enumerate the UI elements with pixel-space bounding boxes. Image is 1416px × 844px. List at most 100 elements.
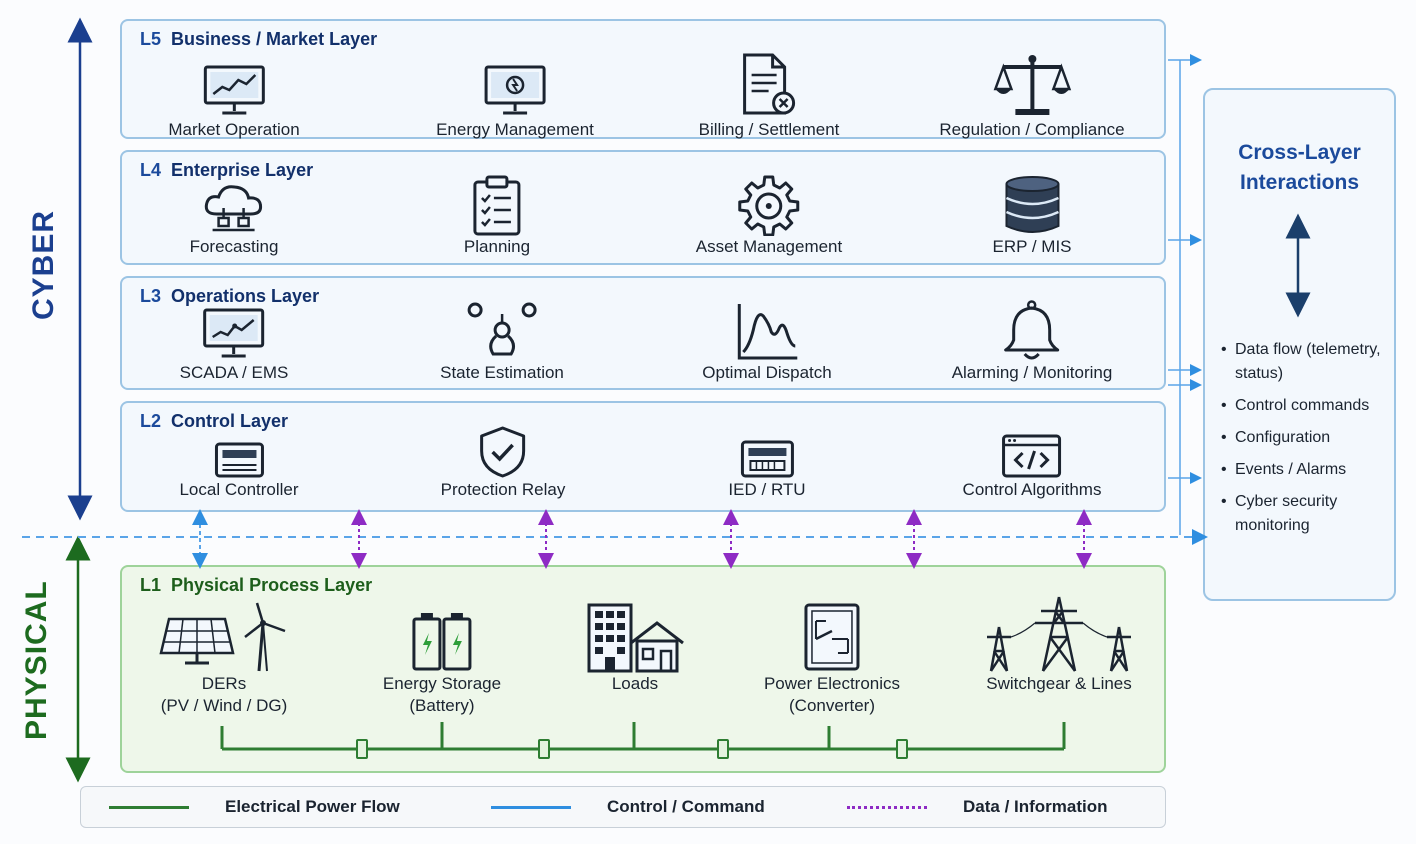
layer-title: Enterprise Layer	[171, 160, 314, 180]
item-ied-rtu: IED / RTU	[728, 421, 806, 501]
item-label: Billing / Settlement	[698, 120, 840, 139]
item-billing-settlement: Billing / Settlement	[698, 53, 840, 141]
cross-layer-panel: Cross-Layer Interactions Data flow (tele…	[1203, 88, 1396, 601]
item-power-electronics: Power Electronics (Converter)	[764, 599, 900, 717]
item-label: Market Operation	[168, 120, 300, 139]
item-label-line1: Loads	[611, 674, 659, 693]
layer-level: L5	[140, 29, 162, 49]
layer-l5: L5 Business / Market Layer Market Operati…	[120, 19, 1166, 139]
item-erp-mis: ERP / MIS	[992, 174, 1072, 258]
rtu-device-icon	[740, 440, 794, 478]
layer-title: Operations Layer	[171, 286, 320, 306]
item-label-line1: DERs	[201, 674, 247, 693]
panel-item-cyber-security: Cyber security monitoring	[1221, 490, 1397, 538]
item-label-line1: Switchgear & Lines	[986, 674, 1132, 693]
item-local-controller: Local Controller	[179, 421, 299, 501]
item-label: Regulation / Compliance	[939, 120, 1125, 139]
item-energy-management: Energy Management	[436, 57, 594, 141]
item-market-operation: Market Operation	[168, 57, 300, 141]
item-scada-ems: SCADA / EMS	[179, 300, 289, 384]
item-label-line2: (Converter)	[789, 696, 875, 715]
panel-item-control-commands: Control commands	[1221, 394, 1397, 418]
item-label: Protection Relay	[440, 480, 566, 499]
clipboard-icon	[473, 175, 521, 236]
scales-icon	[993, 55, 1071, 115]
legend-swatch-data	[847, 805, 927, 809]
transmission-tower-icon	[987, 596, 1131, 672]
legend-label: Control / Command	[607, 797, 765, 816]
layer-l3: L3 Operations Layer SCADA / EMS State Est…	[120, 276, 1166, 390]
buildings-icon	[587, 603, 684, 673]
legend-item-control: Control / Command	[491, 797, 765, 817]
item-label: State Estimation	[440, 363, 564, 382]
legend-swatch-power	[109, 805, 189, 809]
energy-monitor-icon	[484, 65, 546, 115]
panel-item-configuration: Configuration	[1221, 426, 1397, 450]
item-label: Control Algorithms	[962, 480, 1102, 499]
item-label: ERP / MIS	[992, 237, 1072, 256]
market-monitor-icon	[203, 65, 265, 115]
item-label: SCADA / EMS	[179, 363, 289, 382]
item-label: Local Controller	[179, 480, 299, 499]
legend-label: Electrical Power Flow	[225, 797, 400, 816]
controller-icon	[214, 442, 264, 478]
layer-level: L3	[140, 286, 162, 306]
shield-check-icon	[480, 426, 526, 478]
cloud-icon	[205, 185, 263, 232]
item-planning: Planning	[464, 174, 530, 258]
item-optimal-dispatch: Optimal Dispatch	[702, 300, 832, 384]
item-label-line2: (Battery)	[409, 696, 475, 715]
legend: Electrical Power Flow Control / Command …	[80, 786, 1166, 828]
item-asset-management: Asset Management	[696, 174, 842, 258]
layer-title: Physical Process Layer	[171, 575, 373, 595]
item-label-line1: Energy Storage	[382, 674, 502, 693]
cyber-label: CYBER	[27, 210, 60, 321]
legend-swatch-control	[491, 805, 571, 809]
solar-wind-icon	[159, 602, 286, 672]
panel-item-events-alarms: Events / Alarms	[1221, 458, 1397, 482]
item-energy-storage: Energy Storage (Battery)	[383, 599, 501, 717]
item-regulation-compliance: Regulation / Compliance	[939, 55, 1125, 141]
item-ders: DERs (PV / Wind / DG)	[159, 599, 289, 717]
item-label-line2: (PV / Wind / DG)	[160, 696, 288, 715]
item-switchgear-lines: Switchgear & Lines	[979, 593, 1139, 695]
legend-item-power: Electrical Power Flow	[109, 797, 400, 817]
network-nodes-icon	[467, 302, 537, 356]
item-label-line1: Power Electronics	[763, 674, 901, 693]
panel-item-data-flow: Data flow (telemetry, status)	[1221, 338, 1397, 386]
panel-title: Cross-Layer Interactions	[1205, 138, 1394, 198]
item-alarming-monitoring: Alarming / Monitoring	[951, 300, 1113, 384]
gear-icon	[738, 175, 800, 236]
item-state-estimation: State Estimation	[440, 300, 564, 384]
item-label: IED / RTU	[728, 480, 806, 499]
panel-title-line1: Cross-Layer	[1238, 141, 1361, 164]
code-window-icon	[1002, 434, 1062, 478]
item-label: Energy Management	[436, 120, 594, 139]
database-icon	[1004, 176, 1059, 233]
legend-item-data: Data / Information	[847, 797, 1108, 817]
item-loads: Loads	[585, 599, 685, 695]
layer-level: L1	[140, 575, 162, 595]
layer-title: Business / Market Layer	[171, 29, 378, 49]
item-label: Planning	[463, 237, 531, 256]
item-protection-relay: Protection Relay	[440, 421, 566, 501]
battery-icon	[412, 613, 472, 671]
item-label: Asset Management	[695, 237, 843, 256]
curve-chart-icon	[737, 304, 797, 360]
layer-level: L4	[140, 160, 162, 180]
item-label: Alarming / Monitoring	[951, 363, 1113, 382]
item-control-algorithms: Control Algorithms	[962, 421, 1102, 501]
item-label: Optimal Dispatch	[702, 363, 832, 382]
layer-l2: L2 Control Layer Local Controller Protect…	[120, 401, 1166, 512]
panel-title-line2: Interactions	[1239, 171, 1360, 194]
converter-icon	[804, 603, 860, 671]
item-label: Forecasting	[189, 237, 279, 256]
scada-monitor-icon	[203, 308, 265, 358]
physical-label: PHYSICAL	[20, 580, 53, 740]
layer-title: Control Layer	[171, 411, 289, 431]
layer-level: L2	[140, 411, 162, 431]
layer-l1-physical: L1 Physical Process Layer DERs (PV / Wind…	[120, 565, 1166, 773]
panel-list: Data flow (telemetry, status) Control co…	[1221, 338, 1397, 546]
